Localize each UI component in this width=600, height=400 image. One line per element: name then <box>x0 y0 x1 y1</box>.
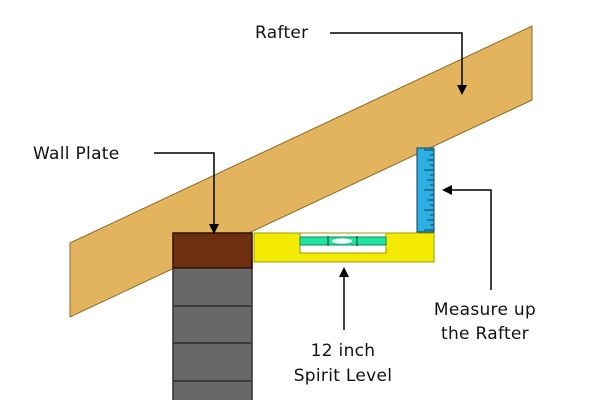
ruler-pointer-arrow <box>442 185 492 290</box>
rafter-label: Rafter <box>255 23 308 43</box>
ruler <box>416 147 435 233</box>
level-label-line-2: Spirit Level <box>294 366 393 386</box>
ruler-ticks <box>424 149 434 231</box>
measure-label-line-2: the Rafter <box>441 324 529 344</box>
spirit-level <box>253 232 435 263</box>
wall-plate-label: Wall Plate <box>33 144 120 164</box>
level-label-line-1: 12 inch <box>311 341 376 361</box>
brick-wall-body <box>172 261 253 400</box>
wall-plate-block <box>172 232 253 269</box>
rafter-pointer-arrow <box>330 32 467 95</box>
bubble <box>332 238 352 244</box>
brick-wall <box>172 261 253 400</box>
wall-plate-pointer-arrow <box>154 152 219 234</box>
measure-label-line-1: Measure up <box>434 300 536 320</box>
